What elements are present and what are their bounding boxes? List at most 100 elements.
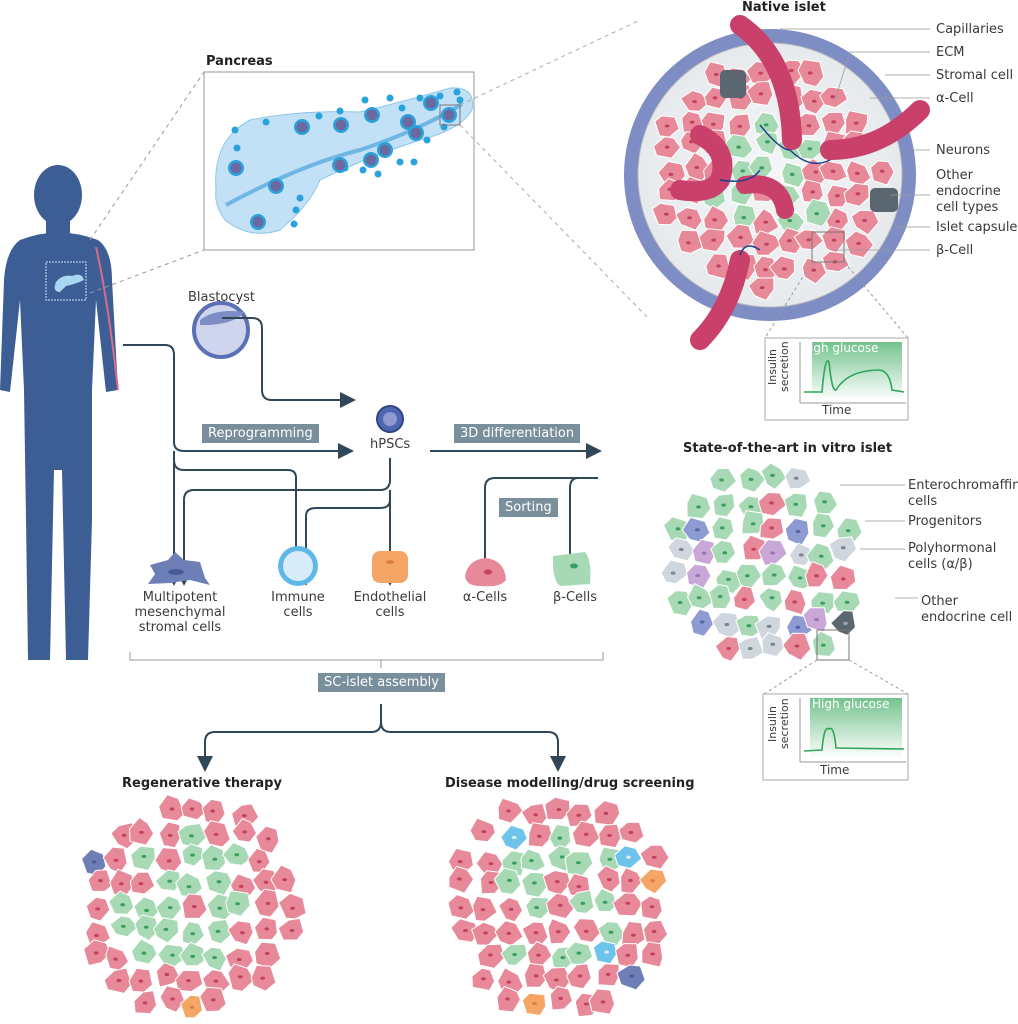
small-islet xyxy=(361,96,369,104)
cell-nucleus xyxy=(770,551,775,555)
cell-nucleus xyxy=(650,879,656,883)
cell-nucleus xyxy=(759,285,765,290)
cell-nucleus xyxy=(651,929,657,934)
cell-nucleus xyxy=(831,120,837,124)
cell-nucleus xyxy=(879,169,885,173)
islet xyxy=(366,109,378,121)
cell-nucleus xyxy=(717,594,723,599)
cell-nucleus xyxy=(793,502,799,506)
cell-nucleus xyxy=(608,930,614,934)
cell-nucleus xyxy=(649,905,655,909)
cell-nucleus xyxy=(190,853,195,857)
cell-nucleus xyxy=(282,878,288,882)
cell-nucleus xyxy=(712,96,718,100)
cell-nucleus xyxy=(843,621,848,625)
capillary xyxy=(820,100,930,160)
cell-nucleus xyxy=(560,956,566,960)
cell-type-beta-label: β-Cells xyxy=(552,590,598,605)
cell-nucleus xyxy=(811,99,817,103)
small-islet xyxy=(436,92,444,100)
cell-nucleus xyxy=(119,882,124,886)
cell-nucleus xyxy=(113,858,119,862)
cell-nucleus xyxy=(651,855,657,859)
cell-nucleus xyxy=(853,121,859,125)
cell-nucleus xyxy=(814,618,819,622)
cell-nucleus xyxy=(120,924,126,928)
cell-nucleus xyxy=(840,546,846,550)
cell-nucleus xyxy=(741,216,747,220)
graph-band-label: High glucose xyxy=(801,341,879,355)
cell-nucleus xyxy=(265,901,271,906)
cell-nucleus xyxy=(806,124,812,128)
disease-modelling-title: Disease modelling/drug screening xyxy=(445,776,695,791)
cell-nucleus xyxy=(722,551,728,555)
cell-nucleus xyxy=(138,882,144,886)
cell-nucleus xyxy=(711,238,717,242)
small-islet xyxy=(262,118,270,126)
cell-nucleus xyxy=(604,950,610,954)
cell-nucleus xyxy=(763,268,768,272)
small-islet xyxy=(359,166,367,174)
cell-nucleus xyxy=(98,879,103,883)
insulin-graph-invitro xyxy=(762,693,909,781)
small-islet xyxy=(336,107,344,115)
regenerative-islet xyxy=(81,794,307,1019)
cell-nucleus xyxy=(625,901,631,905)
small-islet xyxy=(416,94,424,102)
cell-nucleus xyxy=(820,601,825,605)
cell-nucleus xyxy=(737,124,743,128)
cell-nucleus xyxy=(668,172,674,176)
cell-nucleus xyxy=(265,837,271,841)
cell-nucleus xyxy=(758,92,764,96)
cell-nucleus xyxy=(751,547,757,551)
cell-nucleus xyxy=(121,833,127,837)
cell-nucleus xyxy=(506,931,512,935)
cell-nucleus xyxy=(793,476,799,480)
cell-nucleus xyxy=(856,241,861,246)
cell-nucleus xyxy=(532,1001,538,1005)
cell-nucleus xyxy=(713,72,719,77)
cell-nucleus xyxy=(141,854,147,858)
cell-nucleus xyxy=(481,977,486,981)
cell-nucleus xyxy=(605,972,611,977)
cell-nucleus xyxy=(583,1002,589,1006)
cell-nucleus xyxy=(607,833,612,838)
cell-nucleus xyxy=(144,908,149,913)
neurons xyxy=(719,124,831,256)
polyhormonal-cell xyxy=(660,559,689,585)
label-other-endocrine-cell-2: endocrine cell xyxy=(921,610,1013,625)
cell-nucleus xyxy=(830,95,836,99)
cell-nucleus xyxy=(483,931,488,935)
islet xyxy=(334,159,346,171)
beta-cell xyxy=(108,890,135,915)
cell-nucleus xyxy=(630,933,636,937)
cell-nucleus xyxy=(189,1005,195,1009)
cell-nucleus xyxy=(625,953,631,957)
cell-nucleus xyxy=(763,123,769,127)
cell-nucleus xyxy=(554,879,560,884)
native-islet-title: Native islet xyxy=(742,0,826,15)
islet xyxy=(410,127,422,139)
cell-nucleus xyxy=(235,902,240,906)
cell-nucleus xyxy=(769,501,774,505)
cell-nucleus xyxy=(557,836,563,840)
sorting-label: Sorting xyxy=(499,498,558,517)
cell-nucleus xyxy=(583,929,589,933)
stromal-cell-icon xyxy=(148,552,210,585)
cell-nucleus xyxy=(786,239,792,243)
beta-cell-zoom-box xyxy=(811,231,845,263)
graph-xlabel: Time xyxy=(822,403,852,417)
cell-nucleus xyxy=(263,880,269,884)
cell-nucleus xyxy=(820,524,826,528)
cell-nucleus xyxy=(807,147,813,151)
cell-nucleus xyxy=(577,974,583,978)
zoom-connector xyxy=(763,659,818,695)
polyhormonal-cell xyxy=(828,536,858,563)
cell-nucleus xyxy=(766,624,772,628)
alpha-cell xyxy=(768,255,796,280)
label-other-endocrine-cell: Other xyxy=(921,594,958,609)
